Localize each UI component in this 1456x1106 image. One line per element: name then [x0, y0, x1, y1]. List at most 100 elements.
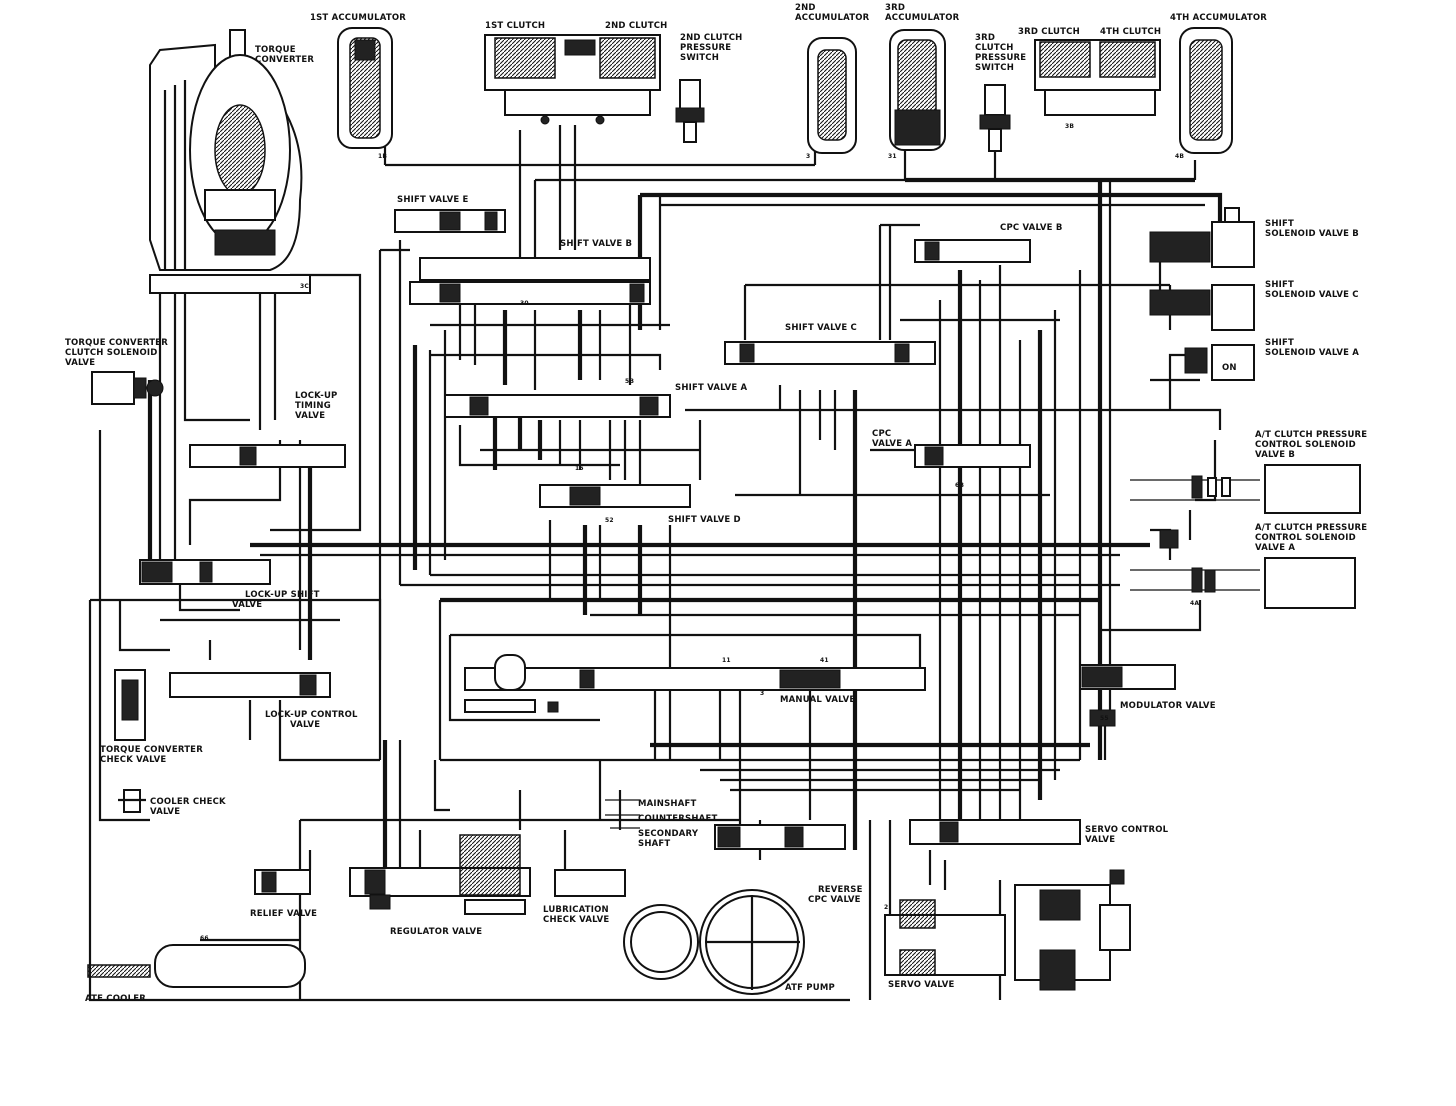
first-accumulator: [337, 27, 393, 149]
label-shift-valve-d: SHIFT VALVE D: [668, 515, 741, 525]
label-mainshaft: MAINSHAFT: [638, 799, 697, 809]
cpc-valve-a: [914, 444, 1031, 468]
cooler-check-valve: [118, 789, 146, 813]
state-sol-a: ON: [1222, 363, 1237, 373]
label-4th-accumulator: 4TH ACCUMULATOR: [1170, 13, 1267, 23]
lockup-control-valve: [169, 672, 331, 698]
tcc-solenoid-valve: [91, 371, 164, 405]
code-c4: 4B: [1175, 153, 1184, 160]
shift-valve-e: [394, 209, 506, 233]
at-clutch-pressure-solenoid-a: [1159, 529, 1356, 609]
shift-solenoid-c: [1149, 284, 1255, 331]
shaft-markers: [605, 799, 640, 829]
code-c1: 1B: [378, 153, 387, 160]
code-c15: 6B: [955, 482, 964, 489]
code-c18: 2: [884, 904, 888, 911]
shift-solenoid-a: [1184, 344, 1255, 381]
code-c14: 66: [200, 935, 209, 942]
modulator-valve: [1079, 664, 1176, 727]
torque-converter: [149, 29, 311, 294]
code-c2: 3: [806, 153, 810, 160]
torque-converter-check-valve: [114, 669, 146, 741]
label-cpc-valve-b: CPC VALVE B: [1000, 223, 1063, 233]
code-c11: 41: [820, 657, 829, 664]
first-second-clutch: [484, 34, 661, 125]
code-c5: 3B: [1065, 123, 1074, 130]
code-c3: 31: [888, 153, 897, 160]
shift-valve-b: [409, 257, 651, 305]
label-atf-cooler: ATF COOLER: [85, 994, 146, 1004]
code-c9: 52: [605, 517, 614, 524]
code-c6: 3C: [300, 283, 309, 290]
code-c8: 4A: [1190, 600, 1199, 607]
regulator-valve: [349, 834, 531, 915]
code-c13: 55: [1100, 715, 1109, 722]
label-shift-valve-a: SHIFT VALVE A: [675, 383, 748, 393]
label-4th-clutch: 4TH CLUTCH: [1100, 27, 1161, 37]
shift-solenoid-b: [1149, 207, 1255, 268]
label-regulator-valve: REGULATOR VALVE: [390, 927, 482, 937]
label-3rd-clutch: 3RD CLUTCH: [1018, 27, 1080, 37]
shift-valve-a: [444, 394, 671, 418]
label-shift-valve-c: SHIFT VALVE C: [785, 323, 857, 333]
label-manual-valve: MANUAL VALVE: [780, 695, 855, 705]
second-clutch-pressure-switch: [675, 79, 705, 143]
label-shift-valve-b: SHIFT VALVE B: [560, 239, 632, 249]
state-sol-c: ON: [1224, 307, 1239, 317]
third-clutch-pressure-switch: [979, 84, 1011, 152]
second-accumulator: [807, 37, 857, 154]
label-countershaft: COUNTERSHAFT: [638, 814, 717, 824]
label-2nd-clutch: 2ND CLUTCH: [605, 21, 667, 31]
label-relief-valve: RELIEF VALVE: [250, 909, 317, 919]
third-fourth-clutch: [1034, 39, 1161, 116]
cpc-valve-b: [914, 239, 1031, 263]
state-sol-b: OFF: [1222, 245, 1241, 255]
manual-valve: [464, 654, 926, 713]
line-codes: 1B 3 31 4B 3B 3C 15 4A 52 3 41 11 55 66 …: [200, 123, 1199, 942]
shift-valve-c: [724, 341, 936, 365]
third-accumulator: [889, 29, 946, 151]
code-c12: 11: [722, 657, 731, 664]
label-atf-pump: ATF PUMP: [785, 983, 835, 993]
code-c10: 3: [760, 690, 764, 697]
lockup-shift-valve: [139, 559, 271, 585]
solenoid-state-tags: OFF ON ON: [1222, 245, 1241, 373]
lubrication-check-valve: [554, 869, 626, 897]
servo-control-valve: [909, 819, 1081, 845]
code-c7: 15: [575, 465, 584, 472]
label-1st-clutch: 1ST CLUTCH: [485, 21, 545, 31]
label-modulator-valve: MODULATOR VALVE: [1120, 701, 1216, 711]
servo-valve: [884, 869, 1131, 991]
lockup-timing-valve: [189, 444, 346, 468]
atf-cooler: [87, 944, 306, 988]
label-shift-valve-e: SHIFT VALVE E: [397, 195, 469, 205]
fourth-accumulator: [1179, 27, 1233, 154]
reverse-cpc-valve: [714, 824, 846, 850]
atf-pump: [623, 889, 805, 995]
relief-valve: [254, 869, 311, 895]
label-servo-valve: SERVO VALVE: [888, 980, 955, 990]
